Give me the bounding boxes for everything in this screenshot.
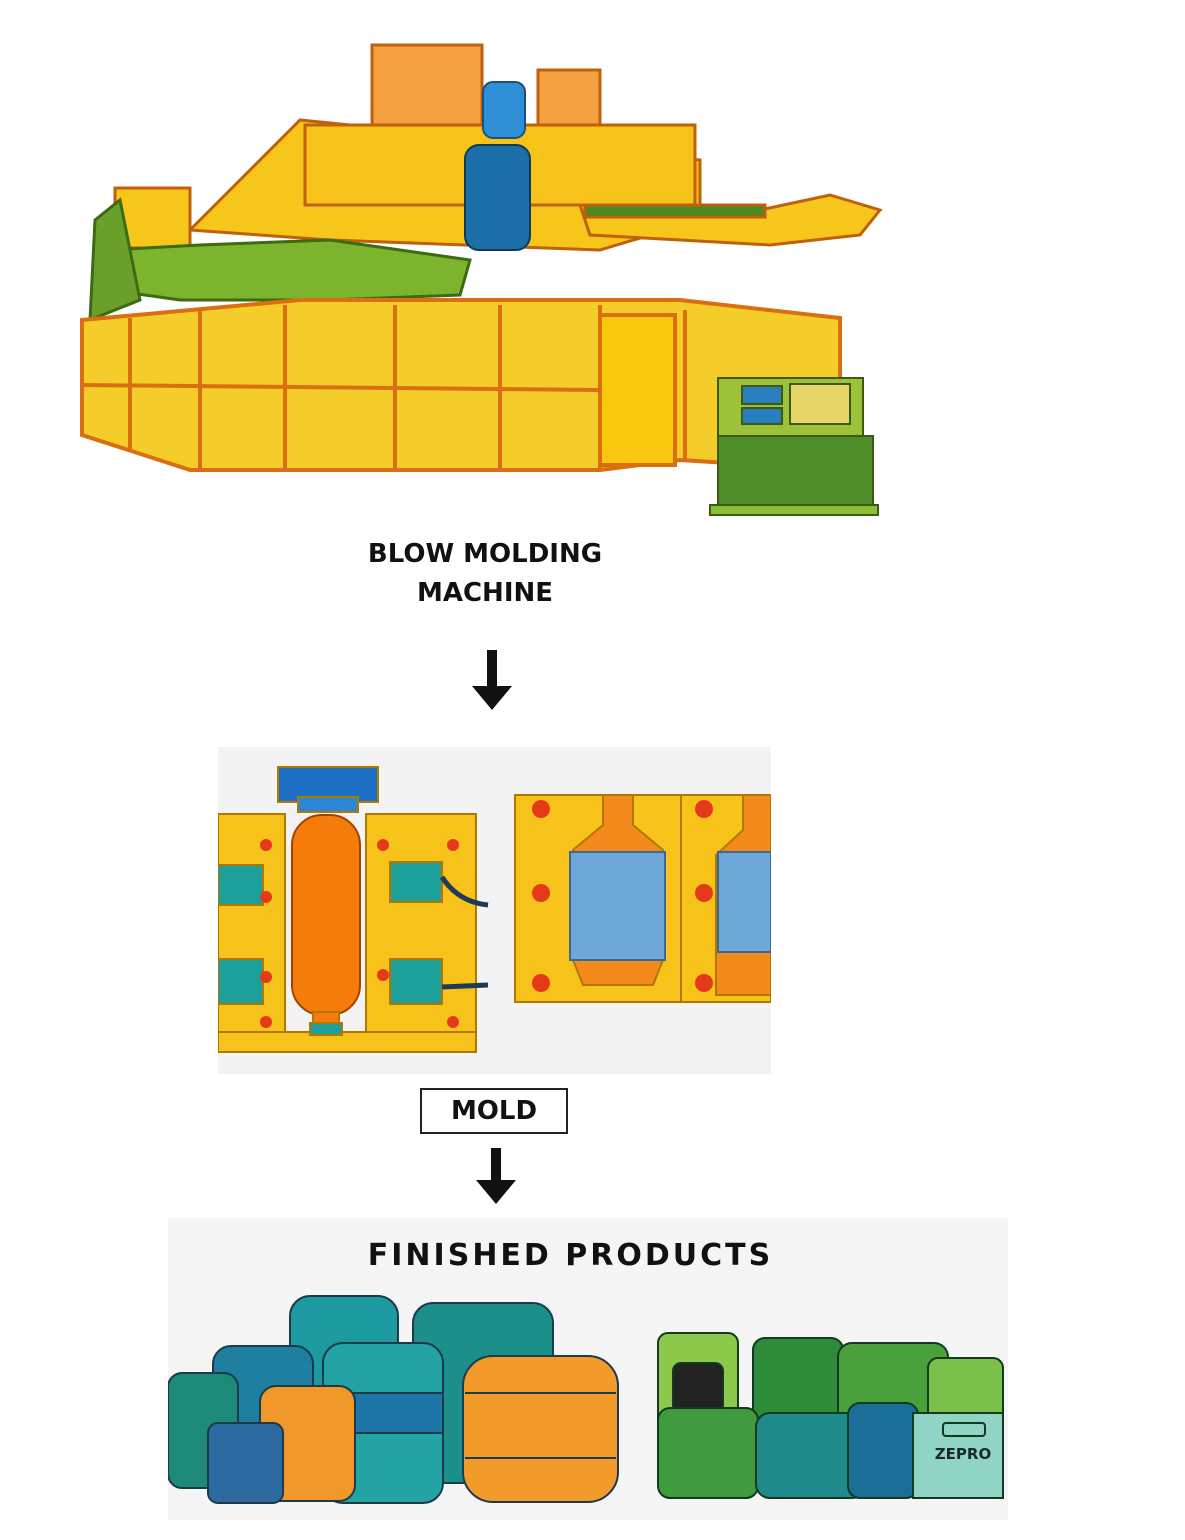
machine-green-support — [88, 197, 472, 323]
drums-group — [168, 1295, 619, 1504]
arrow-down-icon — [472, 650, 512, 710]
arrow-down-icon — [476, 1148, 516, 1204]
machine-fence-enclosure — [80, 298, 842, 473]
mold-left-block — [218, 766, 477, 1053]
finished-products-panel: ZEPRO — [168, 1218, 1008, 1520]
mold-right-block — [514, 794, 771, 1003]
parison-head-icon — [464, 144, 531, 251]
conveyor-arm — [577, 193, 883, 247]
control-panel — [709, 377, 879, 516]
mold-label: MOLD — [420, 1088, 568, 1134]
canisters-group — [657, 1332, 1004, 1499]
finished-products-title: FINISHED PRODUCTS — [367, 1238, 774, 1273]
zepro-box — [912, 1412, 1004, 1499]
machine-label: BLOW MOLDING MACHINE — [367, 539, 603, 608]
blow-molding-machine-illustration — [80, 43, 883, 516]
zepro-brand-label: ZEPRO — [935, 1445, 991, 1463]
blue-bottle-top-icon — [482, 81, 526, 139]
mold-illustration — [218, 747, 771, 1074]
